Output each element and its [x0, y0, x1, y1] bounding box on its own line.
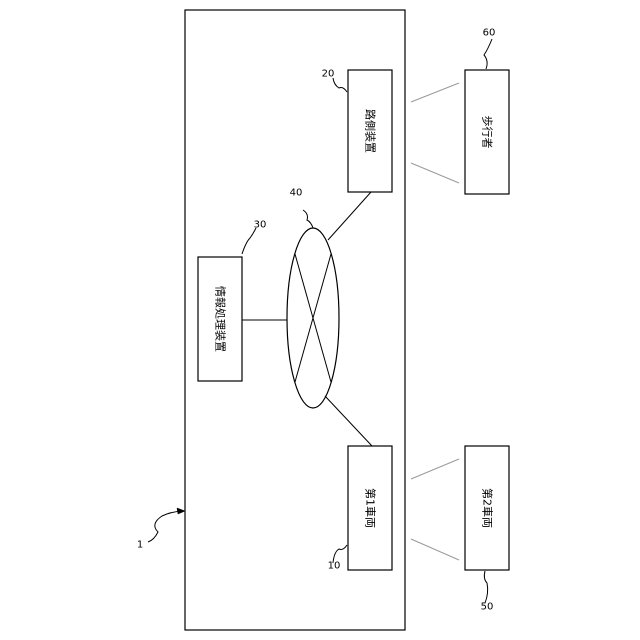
system-reference-leader: [148, 511, 182, 542]
roadside-device-label: 路側装置: [364, 109, 377, 153]
link-roadside-pedestrian-upper: [411, 83, 459, 102]
first-vehicle-reference-number: 10: [328, 561, 341, 572]
link-roadside-to-network: [328, 192, 371, 240]
pedestrian-label: 歩行者: [481, 116, 495, 149]
info-processing-device-reference-leader: [242, 228, 256, 254]
pedestrian-reference-leader: [484, 39, 492, 69]
roadside-device-reference-leader: [333, 78, 347, 92]
link-vehicle1-to-network: [325, 396, 372, 446]
roadside-device-reference-number: 20: [322, 69, 335, 80]
network-reference-number: 40: [290, 188, 303, 199]
first-vehicle-label: 第1車両: [364, 488, 378, 528]
second-vehicle-reference-leader: [484, 571, 487, 603]
network-reference-leader: [303, 210, 313, 228]
info-processing-device-label: 情報処理装置: [214, 286, 227, 352]
second-vehicle-reference-number: 50: [481, 602, 494, 613]
link-roadside-pedestrian-lower: [411, 163, 459, 183]
system-reference-number: 1: [137, 540, 143, 551]
second-vehicle-label: 第2車両: [481, 488, 495, 528]
info-processing-device-reference-number: 30: [254, 220, 267, 231]
pedestrian-reference-number: 60: [483, 28, 496, 39]
link-vehicle-upper: [411, 459, 459, 479]
link-vehicle-lower: [411, 539, 459, 560]
system-reference-arrowhead: [177, 508, 185, 514]
